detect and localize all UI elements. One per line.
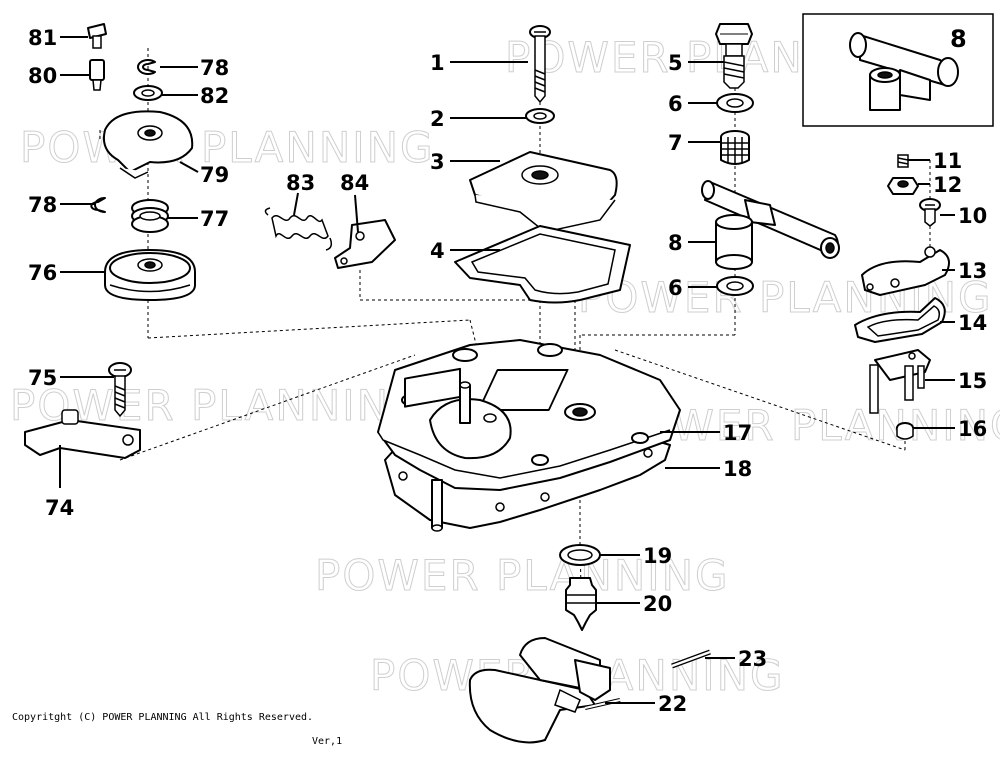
callout-1: 1 [430,51,445,75]
callout-16: 16 [958,417,987,441]
callout-14: 14 [958,311,987,335]
part-74-bracket [24,409,141,459]
part-1-screw [529,25,551,104]
part-17-carburetor-body [377,339,681,532]
callout-23: 23 [738,647,767,671]
callout-82: 82 [200,84,229,108]
callout-8-inset: 8 [950,25,967,53]
callout-80: 80 [28,64,57,88]
copyright-version: Ver,1 [312,736,342,747]
part-82-washer [133,85,163,101]
part-5-banjo-bolt [715,23,753,89]
inset-box-part-8 [802,13,994,127]
part-2-washer [525,108,555,124]
callout-11: 11 [933,149,962,173]
callout-2: 2 [430,107,445,131]
callout-8: 8 [668,231,683,255]
part-79-cover [102,110,194,179]
callout-6: 6 [668,276,683,300]
callout-78: 78 [28,193,57,217]
part-12-nut [887,177,919,195]
part-84-lever-plate [334,219,396,269]
callout-6: 6 [668,92,683,116]
part-81-screw [87,23,107,49]
callout-labels: 81 80 78 82 79 78 77 76 83 84 1 2 3 4 5 … [28,25,987,716]
callout-79: 79 [200,163,229,187]
part-4-gasket [454,225,631,304]
part-75-screw [108,362,132,418]
callout-17: 17 [723,421,752,445]
part-7-filter-screen [720,130,750,165]
callout-81: 81 [28,26,57,50]
callout-3: 3 [430,150,445,174]
part-16-grommet [896,422,914,440]
part-3-cover-plate [469,151,618,233]
part-13-lever-plate [861,246,950,296]
part-77-spring [131,199,169,233]
callout-83: 83 [286,171,315,195]
part-22-float [468,637,621,744]
callout-19: 19 [643,544,672,568]
callout-10: 10 [958,204,987,228]
copyright-line-1: Copyritght (C) POWER PLANNING All Rights… [12,712,313,723]
callout-13: 13 [958,259,987,283]
callout-4: 4 [430,239,445,263]
callout-22: 22 [658,692,687,716]
callout-84: 84 [340,171,369,195]
copyright-notice: Copyritght (C) POWER PLANNING All Rights… [12,712,342,747]
callout-74: 74 [45,496,74,520]
watermark-text: POWER PLANNING [315,551,730,600]
part-6-washer-top [716,93,754,113]
callout-77: 77 [200,207,229,231]
callout-12: 12 [933,173,962,197]
part-11-set-screw [897,154,909,168]
part-15-bracket [869,349,931,414]
callout-20: 20 [643,592,672,616]
leader-lines [59,36,955,704]
part-78-clip-top [137,59,156,75]
callout-75: 75 [28,366,57,390]
watermark-text: POWER PLANNING [20,123,435,172]
part-19-o-ring [559,544,601,566]
part-20-needle-valve [565,577,597,631]
part-83-spring [264,207,333,251]
callout-78: 78 [200,56,229,80]
callout-5: 5 [668,51,683,75]
part-10-screw [919,198,941,227]
part-23-pin [671,649,711,669]
part-76-diaphragm-housing [104,249,196,301]
callout-7: 7 [668,131,683,155]
part-80-adjuster [89,59,105,91]
part-8-fuel-inlet-fitting [701,180,840,270]
callout-18: 18 [723,457,752,481]
callout-76: 76 [28,261,57,285]
callout-15: 15 [958,369,987,393]
part-6-washer-bottom [716,276,754,296]
